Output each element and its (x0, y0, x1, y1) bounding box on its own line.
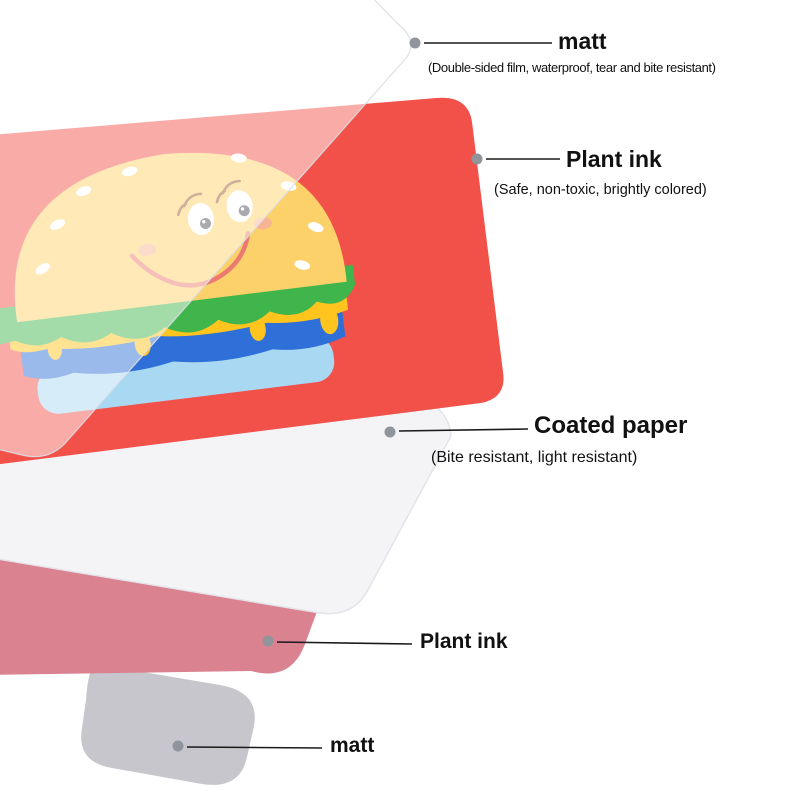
callout-line-matt-bottom (186, 746, 323, 749)
label-matt-top-subtitle: (Double-sided film, waterproof, tear and… (428, 60, 716, 75)
bottom-bun (37, 336, 335, 414)
callout-dot-matt-bottom (172, 740, 184, 752)
callout-dot-plant-ink-top (471, 153, 483, 165)
callout-dot-plant-ink-bottom (262, 635, 274, 647)
label-coated-paper-subtitle: (Bite resistant, light resistant) (431, 449, 638, 466)
callout-line-coated-paper (398, 428, 529, 432)
label-plant-ink-top-title: Plant ink (566, 146, 662, 172)
callout-dots (172, 37, 483, 752)
label-coated-paper-title: Coated paper (534, 412, 688, 439)
matt-bottom-layer-shape (81, 664, 255, 785)
label-plant-ink-bottom-title: Plant ink (420, 630, 508, 653)
sesame-seed (308, 222, 324, 233)
callout-lines (186, 42, 560, 749)
callout-dot-matt-top (409, 37, 421, 49)
label-matt-bottom-title: matt (330, 734, 375, 757)
callout-line-plant-ink-bottom (276, 641, 413, 645)
callout-dot-coated-paper (384, 426, 396, 438)
sesame-seed (294, 260, 311, 270)
label-plant-ink-top-subtitle: (Safe, non-toxic, brightly colored) (494, 182, 707, 198)
label-matt-top-title: matt (558, 28, 607, 54)
cheese-drip (249, 317, 266, 341)
matt-film-top-layer-shape (0, 0, 412, 458)
cheese-drip (320, 306, 339, 335)
